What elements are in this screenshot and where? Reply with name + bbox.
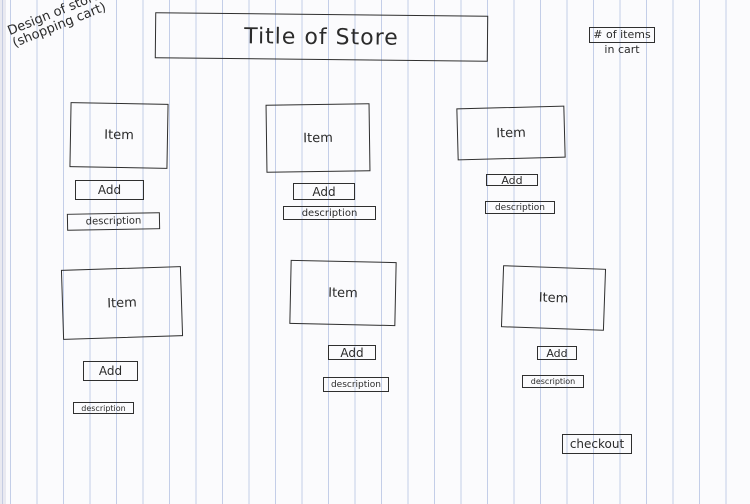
description-button[interactable]: description	[485, 201, 555, 214]
paper-edge	[0, 0, 6, 504]
item-label: Item	[496, 125, 526, 141]
description-button[interactable]: description	[283, 206, 376, 220]
item-label: Item	[106, 295, 138, 311]
description-button[interactable]: description	[522, 375, 584, 388]
item-card[interactable]: Item	[69, 102, 169, 169]
cart-count-label: # of items	[589, 27, 655, 43]
store-title: Title of Store	[154, 12, 489, 62]
item-card[interactable]: Item	[289, 259, 397, 327]
add-button[interactable]: Add	[328, 345, 376, 360]
add-button[interactable]: Add	[486, 174, 538, 186]
item-card[interactable]: Item	[265, 103, 371, 173]
item-label: Item	[303, 130, 333, 146]
item-card[interactable]: Item	[60, 266, 184, 340]
add-button[interactable]: Add	[537, 346, 577, 360]
item-label: Item	[328, 285, 358, 301]
add-button[interactable]: Add	[75, 180, 144, 200]
description-button[interactable]: description	[73, 402, 134, 414]
add-button[interactable]: Add	[83, 361, 138, 381]
checkout-button[interactable]: checkout	[562, 434, 632, 454]
cart-counter[interactable]: # of items in cart	[585, 27, 659, 57]
item-card[interactable]: Item	[456, 105, 566, 161]
item-label: Item	[538, 289, 569, 307]
item-card[interactable]: Item	[500, 265, 607, 331]
description-button[interactable]: description	[323, 377, 389, 392]
add-button[interactable]: Add	[293, 183, 355, 200]
cart-count-sublabel: in cart	[604, 43, 640, 56]
item-label: Item	[104, 127, 134, 144]
description-button[interactable]: description	[66, 212, 161, 231]
